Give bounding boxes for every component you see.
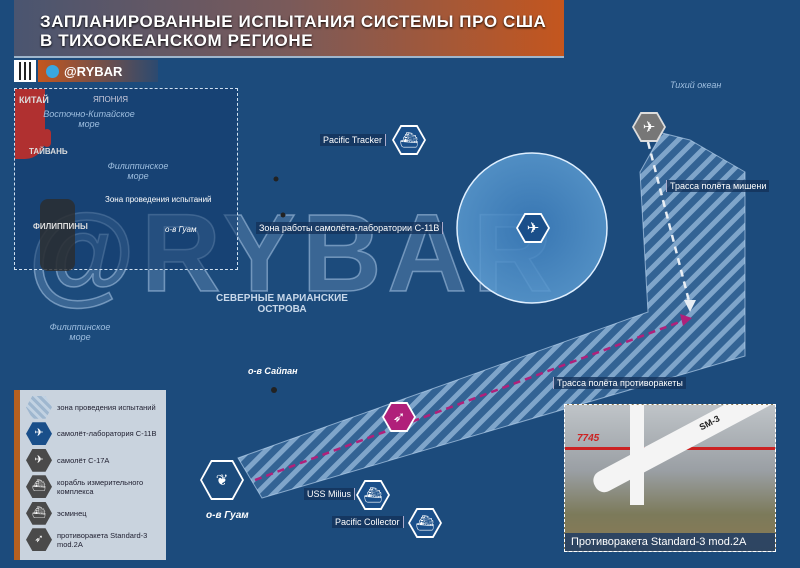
label-target-path: Трасса полёта мишени (666, 180, 770, 192)
label-uss-milius: USS Milius (304, 488, 356, 500)
plane-icon: ✈ (518, 215, 548, 241)
header-banner: ЗАПЛАНИРОВАННЫЕ ИСПЫТАНИЯ СИСТЕМЫ ПРО СШ… (14, 0, 564, 58)
plane-icon: ✈ (26, 448, 52, 472)
c17a-marker[interactable]: ✈ (632, 112, 666, 142)
ship-icon: ⛴ (26, 475, 52, 499)
label-c11b-zone: Зона работы самолёта-лаборатории С-11В (256, 222, 444, 234)
target-trajectory (646, 141, 692, 306)
philippines-landmass (40, 199, 75, 271)
label-pacific: Тихий океан (670, 80, 722, 90)
legend-label: противоракета Standard-3 mod.2A (57, 530, 148, 549)
inset-map: КИТАЙ ЯПОНИЯ Восточно-Китайское море ТАЙ… (14, 88, 238, 271)
label-china: КИТАЙ (19, 95, 49, 105)
label-philippine-sea-main: Филиппинское море (49, 322, 111, 342)
missile-icon: ➶ (26, 528, 52, 552)
label-test-zone: Зона проведения испытаний (105, 195, 212, 204)
page-title: ЗАПЛАНИРОВАННЫЕ ИСПЫТАНИЯ СИСТЕМЫ ПРО СШ… (40, 12, 547, 50)
ship-icon: ⛴ (410, 510, 440, 536)
label-northern-marianas: СЕВЕРНЫЕ МАРИАНСКИЕ ОСТРОВА (216, 293, 348, 315)
qr-code[interactable] (14, 60, 36, 82)
label-interceptor-path: Трасса полёта противоракеты (553, 377, 686, 389)
interceptor-trajectory (254, 318, 686, 482)
missile-label: SM-3 (697, 413, 722, 433)
plane-icon: ✈ (26, 422, 52, 446)
legend-item: ✈ самолёт-лаборатория С-11В (26, 421, 160, 448)
legend-label: самолёт-лаборатория С-11В (57, 429, 157, 439)
brand-link[interactable]: @RYBAR (38, 60, 158, 82)
legend-item: ➶ противоракета Standard-3 mod.2A (26, 527, 160, 554)
label-saipan: о-в Сайпан (248, 366, 298, 376)
legend-label: эсминец (57, 508, 87, 518)
label-pacific-collector: Pacific Collector (332, 516, 404, 528)
label-philippines: ФИЛИППИНЫ (33, 222, 88, 231)
guam-island-icon: ❦ (202, 462, 242, 498)
legend-item: ⛴ корабль измерительного комплекса (26, 474, 160, 501)
legend-label: самолёт С-17А (57, 455, 110, 465)
plane-icon: ✈ (634, 114, 664, 140)
test-zone (237, 132, 746, 499)
hatched-zone-icon (26, 395, 52, 419)
missile-photo: 7745 SM-3 Противоракета Standard-3 mod.2… (564, 404, 776, 552)
missile-icon: ➶ (384, 404, 414, 430)
label-taiwan: ТАЙВАНЬ (29, 147, 68, 156)
label-japan: ЯПОНИЯ (93, 95, 129, 104)
ship-icon: ⛴ (394, 127, 424, 153)
legend: зона проведения испытаний ✈ самолёт-лабор… (14, 390, 166, 560)
destroyer-icon: ⛴ (358, 482, 388, 508)
telegram-icon (46, 64, 59, 78)
destroyer-icon: ⛴ (26, 501, 52, 525)
label-pacific-tracker: Pacific Tracker (320, 134, 387, 146)
legend-item: ✈ самолёт С-17А (26, 447, 160, 474)
label-east-china-sea: Восточно-Китайское море (43, 109, 135, 129)
label-philippine-sea: Филиппинское море (107, 161, 169, 181)
legend-item: зона проведения испытаний (26, 394, 160, 421)
label-guam: о-в Гуам (206, 510, 249, 521)
brand-label: @RYBAR (64, 63, 123, 79)
legend-label: зона проведения испытаний (57, 402, 156, 412)
photo-caption: Противоракета Standard-3 mod.2A (565, 533, 775, 551)
legend-label: корабль измерительного комплекса (57, 477, 144, 496)
building-sign: 7745 (577, 433, 600, 444)
taiwan-landmass (43, 129, 51, 147)
label-guam-inset: о-в Гуам (165, 225, 197, 234)
c11b-marker[interactable]: ✈ (516, 213, 550, 243)
china-landmass (15, 89, 45, 159)
legend-item: ⛴ эсминец (26, 500, 160, 527)
